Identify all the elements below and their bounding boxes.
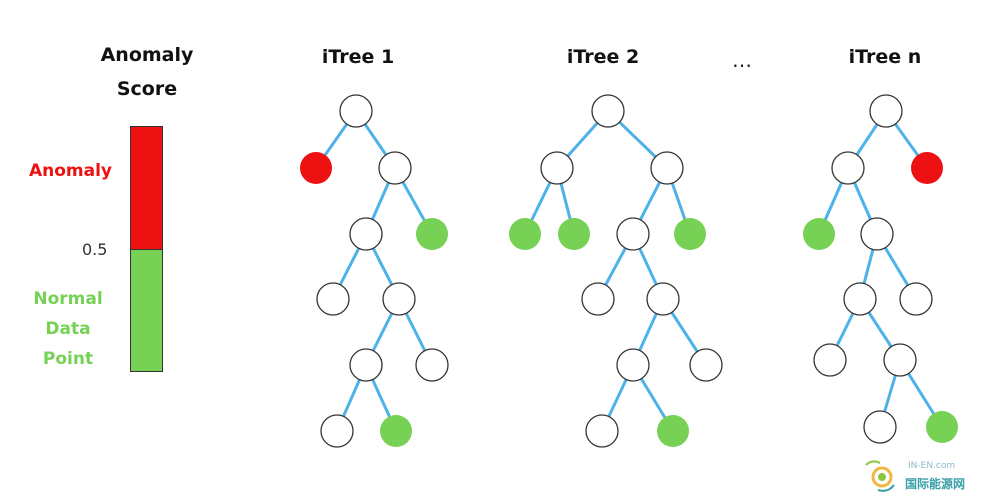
itree-n-node (843, 282, 877, 316)
normal-line2: Data (45, 319, 91, 339)
itree-1-anomaly-node (300, 152, 332, 184)
itree-2-title: iTree 2 (566, 46, 640, 68)
itree-n-normal-node (803, 218, 835, 250)
itree-2-root-node (591, 94, 625, 128)
itree-2-normal-node (674, 218, 706, 250)
itree-1-node (378, 151, 412, 185)
itree-1-root-node (339, 94, 373, 128)
watermark-logo-icon (865, 460, 895, 492)
itree-2-node (689, 348, 723, 382)
itree-1-node (349, 217, 383, 251)
itree-n-root-node (869, 94, 903, 128)
normal-line3: Point (42, 349, 94, 369)
itree-n-anomaly-node (911, 152, 943, 184)
itree-n-node (813, 343, 847, 377)
score-title-line1: Anomaly (100, 44, 194, 66)
itree-1 (314, 110, 434, 432)
watermark-top-text: IN-EN.com (908, 461, 956, 471)
normal-line1: Normal (33, 289, 103, 309)
itree-1-normal-node (416, 218, 448, 250)
itree-1-node (382, 282, 416, 316)
itree-2-node (646, 282, 680, 316)
itree-n-node (831, 151, 865, 185)
threshold-label: 0.5 (82, 240, 108, 259)
itree-2-normal-node (558, 218, 590, 250)
anomaly-score-bar-red (130, 126, 163, 250)
itree-2-normal-node (509, 218, 541, 250)
itree-n-title: iTree n (848, 46, 922, 68)
anomaly-label: Anomaly (28, 161, 113, 181)
score-title-line2: Score (116, 78, 178, 100)
itree-1-normal-node (380, 415, 412, 447)
itree-n-node (883, 343, 917, 377)
itree-n-node (899, 282, 933, 316)
itree-1-node (415, 348, 449, 382)
itree-1-title: iTree 1 (321, 46, 395, 68)
itree-2-normal-node (657, 415, 689, 447)
normal-data-point-label: Normal Data Point (18, 284, 118, 374)
itree-1-node (320, 414, 354, 448)
itree-2-node (581, 282, 615, 316)
itree-2-node (540, 151, 574, 185)
itree-2-node (616, 348, 650, 382)
ellipsis: … (732, 48, 752, 72)
itree-n-node (863, 410, 897, 444)
itree-1-node (316, 282, 350, 316)
itree-2-node (585, 414, 619, 448)
anomaly-score-bar-green (130, 249, 163, 372)
itree-1-node (349, 348, 383, 382)
itree-n-node (860, 217, 894, 251)
itree-2-node (616, 217, 650, 251)
itree-n-normal-node (926, 411, 958, 443)
anomaly-score-title: Anomaly Score (82, 38, 212, 106)
itree-2-node (650, 151, 684, 185)
watermark-text: 国际能源网 (905, 477, 966, 491)
